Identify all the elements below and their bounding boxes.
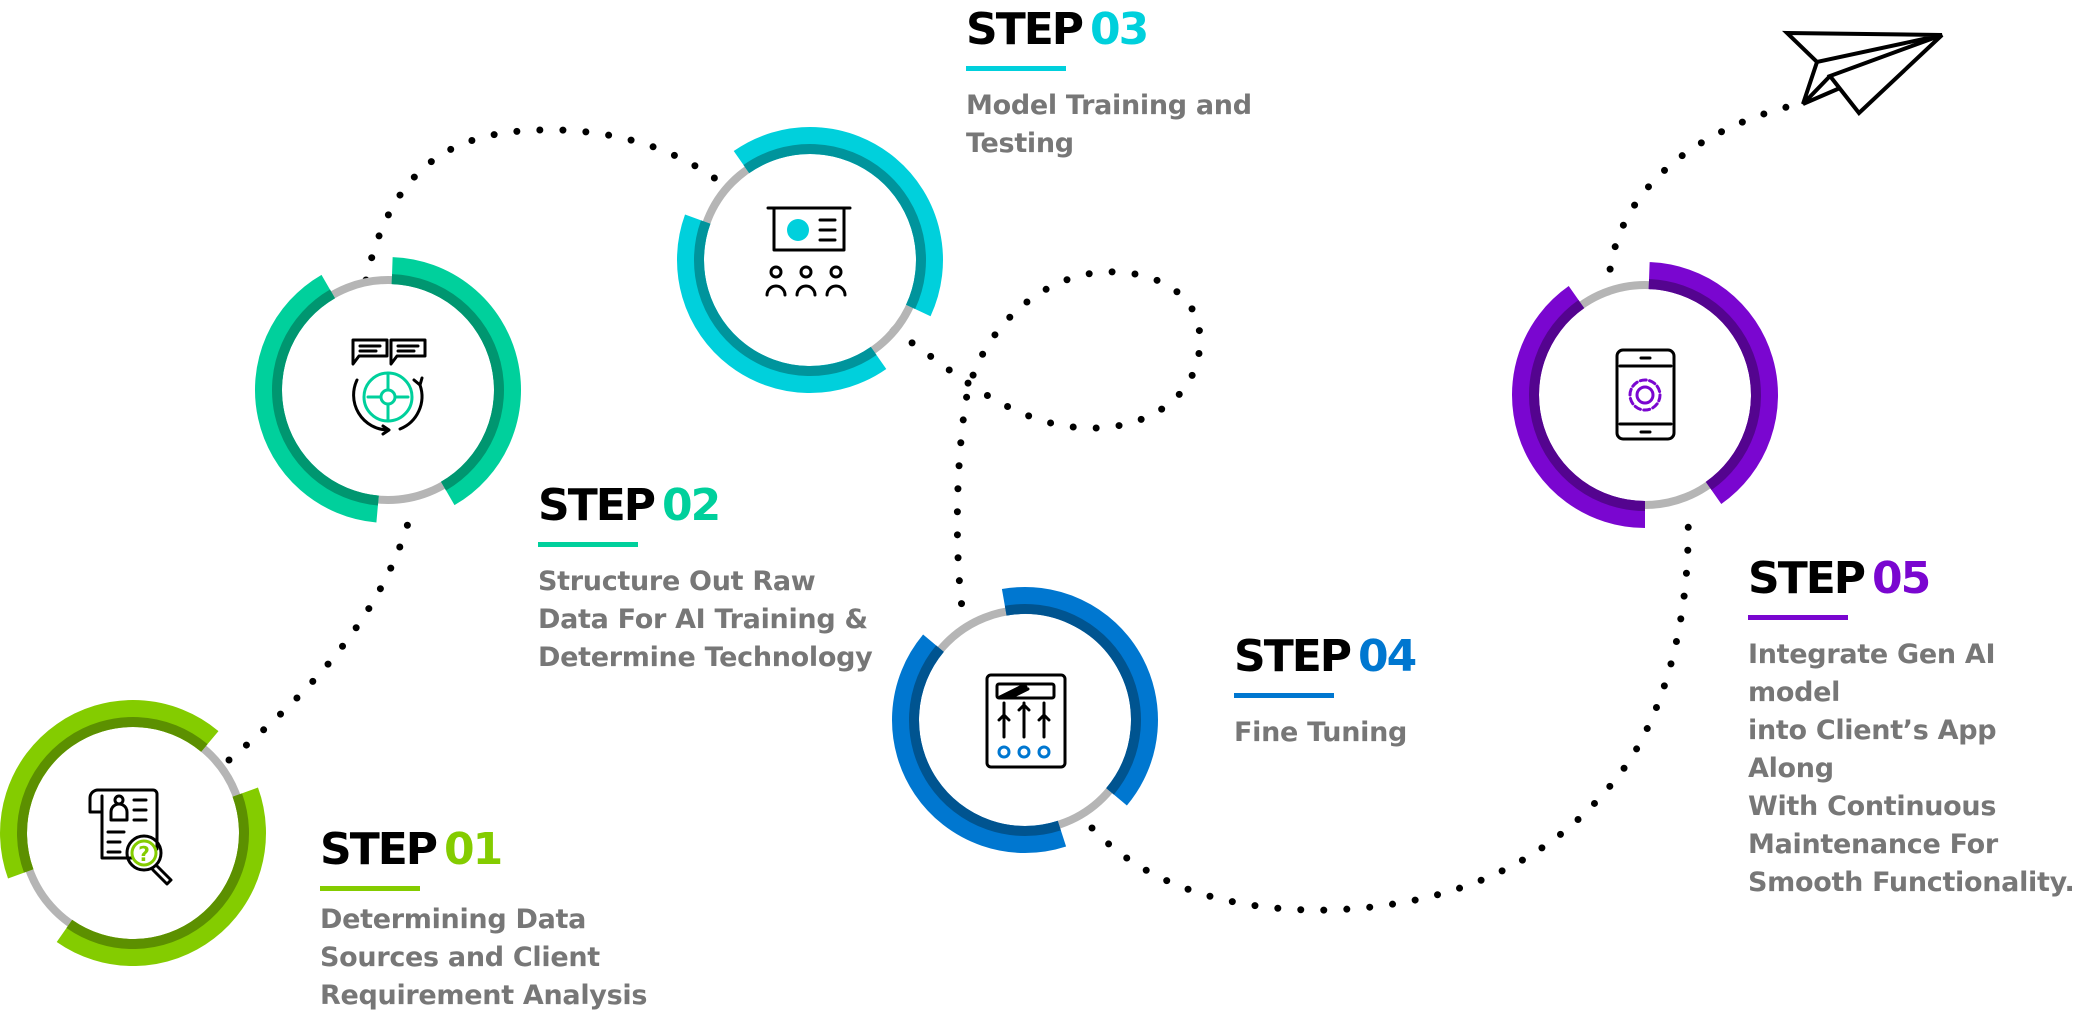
inner-arc [272, 289, 379, 506]
step-03-circle [677, 127, 943, 393]
inner-arc [17, 717, 208, 873]
step-02-underline [538, 542, 638, 547]
step-01-circle [0, 700, 266, 966]
outer-arc [1648, 262, 1778, 504]
step-03-description: Model Training and Testing [966, 90, 1252, 159]
circle-fill [27, 727, 239, 939]
path-step5-to-plane [1604, 103, 1791, 296]
step-02-number: 02 [662, 480, 721, 531]
step-03-word: STEP [966, 4, 1084, 55]
step-01-description: Determining Data Sources and Client Requ… [320, 904, 648, 1011]
inner-arc [66, 793, 249, 949]
step-05-word: STEP [1748, 553, 1866, 604]
inner-arc [1648, 279, 1761, 491]
path-step1-to-step2 [225, 501, 417, 764]
step-03-number: 03 [1090, 4, 1149, 55]
step-01-number: 01 [444, 824, 503, 875]
step-02-word: STEP [538, 480, 656, 531]
inner-arc [1004, 604, 1141, 795]
outer-arc [1512, 286, 1646, 528]
step-04-word: STEP [1234, 631, 1352, 682]
step-01-underline [320, 886, 420, 891]
outer-arc [733, 127, 943, 317]
step-01-word: STEP [320, 824, 438, 875]
step-02-description: Structure Out Raw Data For AI Training &… [538, 566, 873, 673]
circle-fill [704, 154, 916, 366]
document-search-icon [88, 788, 173, 886]
step-05-underline [1748, 615, 1848, 620]
outer-arc [391, 257, 521, 506]
outer-arc [0, 700, 219, 879]
circle-fill [1539, 289, 1751, 501]
step-05-circle [1512, 262, 1778, 528]
mobile-gear-icon [1615, 348, 1676, 441]
inner-arc [1528, 299, 1646, 511]
question-mark-glyph: ? [138, 842, 150, 866]
step-05-number: 05 [1872, 553, 1931, 604]
dotted-path [225, 103, 1791, 914]
presentation-icon [765, 206, 852, 297]
step-03-underline [966, 66, 1066, 71]
brain-cycle-icon [351, 338, 427, 436]
step-04-underline [1234, 693, 1334, 698]
tuning-panel-icon [985, 673, 1067, 769]
step-05-description: Integrate Gen AI model into Client’s App… [1748, 639, 2075, 898]
inner-arc [743, 143, 926, 310]
inner-arc [391, 274, 504, 491]
step-circles [0, 127, 1778, 966]
path-step2-to-step3 [362, 126, 724, 284]
paper-plane-icon [1781, 30, 1944, 116]
outer-arc [255, 274, 379, 523]
outer-arc [56, 787, 266, 966]
step-04-description: Fine Tuning [1234, 717, 1408, 748]
outer-arc [892, 634, 1067, 853]
outer-arc [677, 214, 887, 393]
path-step4-to-step5 [1088, 508, 1692, 914]
inner-arc [909, 645, 1061, 836]
path-step3-loop-to-step4 [889, 268, 1204, 619]
outer-arc [1001, 587, 1158, 806]
inner-arc [694, 220, 877, 376]
step-04-number: 04 [1358, 631, 1417, 682]
